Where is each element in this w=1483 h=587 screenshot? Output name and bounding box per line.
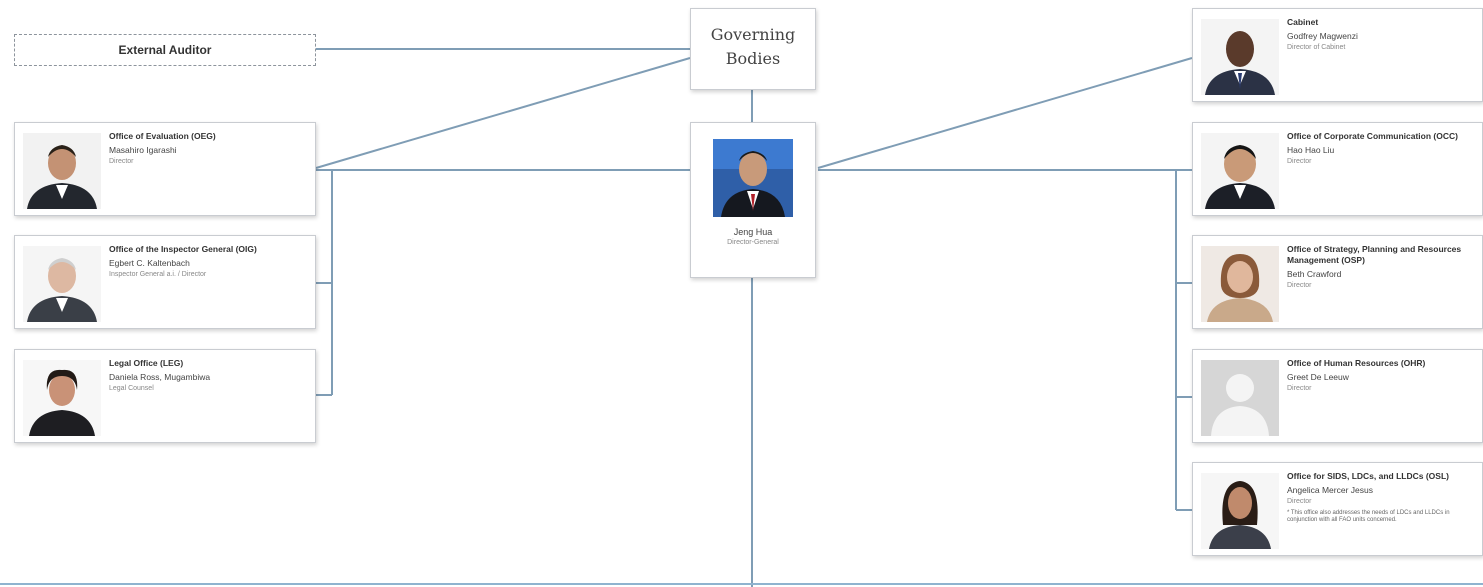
card-text: Office for SIDS, LDCs, and LLDCs (OSL) A… bbox=[1287, 471, 1476, 524]
card-name: Daniela Ross, Mugambiwa bbox=[109, 372, 211, 382]
card-note: * This office also addresses the needs o… bbox=[1287, 510, 1450, 523]
card-name: Greet De Leeuw bbox=[1287, 372, 1349, 382]
office-card[interactable]: Cabinet Godfrey Magwenzi Director of Cab… bbox=[1192, 8, 1483, 102]
card-title: Office of Corporate Communication (OCC) bbox=[1287, 131, 1458, 141]
card-role: Director bbox=[1287, 498, 1312, 505]
director-general-name: Jeng Hua bbox=[733, 227, 773, 237]
person-photo bbox=[1201, 133, 1279, 209]
card-role: Director bbox=[109, 158, 134, 165]
person-photo bbox=[1201, 246, 1279, 322]
person-photo bbox=[23, 246, 101, 322]
card-title: Office of Human Resources (OHR) bbox=[1287, 358, 1426, 368]
office-card[interactable]: Office of the Inspector General (OIG) Eg… bbox=[14, 235, 316, 329]
person-photo bbox=[1201, 473, 1279, 549]
card-name: Angelica Mercer Jesus bbox=[1287, 485, 1373, 495]
card-role: Director bbox=[1287, 385, 1312, 392]
card-title: Office of Strategy, Planning and Resourc… bbox=[1287, 244, 1462, 265]
card-role: Director bbox=[1287, 282, 1312, 289]
card-text: Cabinet Godfrey Magwenzi Director of Cab… bbox=[1287, 17, 1476, 53]
card-text: Office of Strategy, Planning and Resourc… bbox=[1287, 244, 1476, 291]
person-photo bbox=[23, 133, 101, 209]
director-general-photo bbox=[713, 139, 793, 217]
office-card[interactable]: Legal Office (LEG) Daniela Ross, Mugambi… bbox=[14, 349, 316, 443]
person-photo bbox=[1201, 19, 1279, 95]
card-name: Egbert C. Kaltenbach bbox=[109, 258, 190, 268]
office-card[interactable]: Office for SIDS, LDCs, and LLDCs (OSL) A… bbox=[1192, 462, 1483, 556]
office-card[interactable]: Office of Evaluation (OEG) Masahiro Igar… bbox=[14, 122, 316, 216]
card-title: Office of Evaluation (OEG) bbox=[109, 131, 216, 141]
card-role: Director bbox=[1287, 158, 1312, 165]
person-photo bbox=[23, 360, 101, 436]
office-card[interactable]: Office of Human Resources (OHR) Greet De… bbox=[1192, 349, 1483, 443]
card-text: Office of Evaluation (OEG) Masahiro Igar… bbox=[109, 131, 309, 167]
card-role: Legal Counsel bbox=[109, 385, 154, 392]
card-title: Office for SIDS, LDCs, and LLDCs (OSL) bbox=[1287, 471, 1449, 481]
card-role: Director of Cabinet bbox=[1287, 44, 1346, 51]
office-card[interactable]: Office of Corporate Communication (OCC) … bbox=[1192, 122, 1483, 216]
external-auditor-label: External Auditor bbox=[118, 43, 212, 57]
card-text: Office of Corporate Communication (OCC) … bbox=[1287, 131, 1476, 167]
card-name: Hao Hao Liu bbox=[1287, 145, 1335, 155]
director-general-role: Director-General bbox=[727, 239, 779, 246]
card-title: Legal Office (LEG) bbox=[109, 358, 184, 368]
card-text: Office of Human Resources (OHR) Greet De… bbox=[1287, 358, 1476, 394]
card-text: Office of the Inspector General (OIG) Eg… bbox=[109, 244, 309, 280]
placeholder-avatar-icon bbox=[1201, 360, 1279, 436]
governing-bodies-box[interactable]: Governing Bodies bbox=[690, 8, 816, 90]
card-name: Masahiro Igarashi bbox=[109, 145, 177, 155]
card-name: Godfrey Magwenzi bbox=[1287, 31, 1358, 41]
director-general-box[interactable]: Jeng Hua Director-General bbox=[690, 122, 816, 278]
external-auditor-box[interactable]: External Auditor bbox=[14, 34, 316, 66]
card-title: Cabinet bbox=[1287, 17, 1319, 27]
card-role: Inspector General a.i. / Director bbox=[109, 271, 207, 278]
governing-bodies-label: Governing Bodies bbox=[710, 25, 796, 68]
card-text: Legal Office (LEG) Daniela Ross, Mugambi… bbox=[109, 358, 309, 394]
office-card[interactable]: Office of Strategy, Planning and Resourc… bbox=[1192, 235, 1483, 329]
card-name: Beth Crawford bbox=[1287, 269, 1342, 279]
card-title: Office of the Inspector General (OIG) bbox=[109, 244, 257, 254]
